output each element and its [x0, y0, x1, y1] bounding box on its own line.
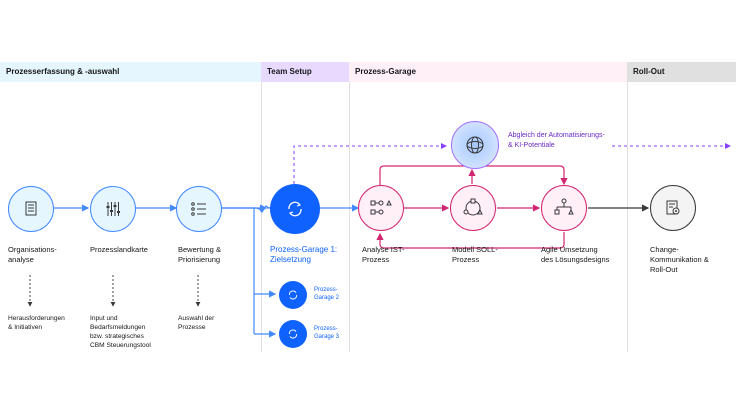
node-prozess-garage-1[interactable] — [270, 184, 320, 234]
label-prozesslandkarte: Prozesslandkarte — [90, 245, 148, 254]
hierarchy-icon — [554, 198, 574, 215]
label-prozess-garage-2: Prozess- Garage 2 — [314, 287, 340, 301]
label-bewertung: Bewertung & Priorisierung — [178, 245, 221, 264]
sub-organisationsanalyse: Herausforderungen & Initiativen — [8, 315, 65, 331]
arrow — [221, 205, 273, 214]
list-icon — [191, 202, 206, 216]
document-icon — [25, 201, 37, 216]
label-modell-soll: Modell SOLL- Prozess — [452, 245, 498, 264]
label-analyse-ist: Analyse IST- Prozess — [362, 245, 405, 264]
phase-prozess-garage: Prozess-Garage — [349, 62, 627, 82]
document-gear-icon — [666, 200, 680, 215]
phase-prozesserfassung: Prozesserfassung & -auswahl — [0, 62, 261, 82]
network-icon — [463, 198, 483, 216]
ai-sphere-icon — [466, 136, 484, 154]
node-bewertung[interactable] — [176, 186, 222, 232]
divider — [627, 82, 628, 352]
node-modell-soll[interactable] — [450, 185, 496, 231]
label-organisationsanalyse: Organisations- analyse — [8, 245, 57, 264]
label-prozess-garage-3: Prozess- Garage 3 — [314, 326, 340, 340]
phase-team-setup: Team Setup — [261, 62, 349, 82]
label-prozess-garage-1: Prozess-Garage 1: Zielsetzung — [270, 245, 338, 264]
label-ki-potentiale: Abgleich der Automatisierungs- & KI-Pote… — [508, 132, 605, 149]
cycle-icon — [288, 201, 302, 217]
loop-line — [376, 232, 565, 249]
sub-bewertung: Auswahl der Prozesse — [178, 315, 215, 331]
cycle-icon — [288, 329, 298, 339]
sub-prozesslandkarte: Input und Bedarfsmeldungen bzw. strategi… — [90, 315, 151, 349]
node-roll-out[interactable] — [650, 185, 696, 231]
phase-roll-out: Roll-Out — [627, 62, 736, 82]
label-roll-out: Change- Kommunikation & Roll-Out — [650, 245, 709, 274]
node-prozess-garage-3[interactable] — [279, 320, 307, 348]
divider — [349, 82, 350, 352]
flowchart-icon — [370, 200, 392, 215]
label-agile-umsetzung: Agile Umsetzung des Lösungsdesigns — [541, 245, 610, 264]
node-organisationsanalyse[interactable] — [8, 186, 54, 232]
cycle-icon — [288, 290, 298, 300]
divider — [261, 82, 262, 352]
node-ki-potentiale[interactable] — [451, 121, 499, 169]
node-analyse-ist[interactable] — [358, 185, 404, 231]
dashed-line — [293, 143, 447, 184]
sliders-icon — [106, 202, 120, 216]
node-prozess-garage-2[interactable] — [279, 281, 307, 309]
node-prozesslandkarte[interactable] — [90, 186, 136, 232]
node-agile-umsetzung[interactable] — [541, 185, 587, 231]
